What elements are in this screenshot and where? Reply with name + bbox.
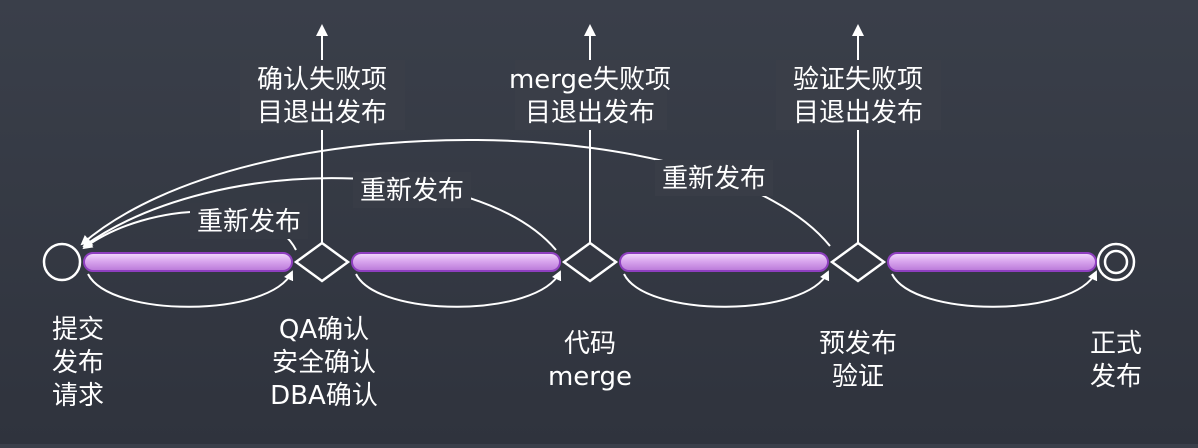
retry-label-3: 重新发布 bbox=[662, 164, 766, 194]
end-node-outer bbox=[1096, 242, 1136, 282]
stage-bar-3 bbox=[619, 252, 829, 272]
retry-label-1: 重新发布 bbox=[197, 207, 301, 237]
gate-1-exit-label-line1: 确认失败项 bbox=[257, 65, 387, 95]
stage-bar-4 bbox=[887, 252, 1097, 272]
retry-label-2: 重新发布 bbox=[360, 176, 464, 206]
end-node-inner bbox=[1103, 249, 1129, 275]
stage-bar-2 bbox=[351, 252, 561, 272]
stage-2-caption-line3: DBA确认 bbox=[270, 381, 378, 411]
forward-arc-1 bbox=[87, 270, 294, 308]
stage-5-caption-line2: 发布 bbox=[1090, 362, 1142, 392]
stage-3-caption-line2: merge bbox=[548, 362, 632, 392]
stage-4-caption-line2: 验证 bbox=[832, 362, 884, 392]
retry-arc-2 bbox=[82, 177, 557, 251]
gate-2-exit-label-line1: merge失败项 bbox=[509, 65, 671, 95]
gate-2-exit-label-line2: 目退出发布 bbox=[525, 98, 655, 128]
stage-2-caption-line1: QA确认 bbox=[279, 315, 369, 345]
stage-1-caption-line2: 发布 bbox=[52, 348, 104, 378]
stage-2-caption-line2: 安全确认 bbox=[272, 348, 376, 378]
stage-5-caption-line1: 正式 bbox=[1090, 329, 1142, 359]
stage-3-caption-line1: 代码 bbox=[564, 329, 616, 359]
stage-1-caption-line3: 请求 bbox=[52, 381, 104, 411]
forward-arc-3 bbox=[623, 270, 830, 308]
stage-bar-1 bbox=[83, 252, 293, 272]
forward-arc-2 bbox=[355, 270, 562, 308]
gate-diamond-2 bbox=[561, 241, 619, 283]
gate-1-exit-label-line2: 目退出发布 bbox=[257, 98, 387, 128]
gate-diamond-1 bbox=[293, 241, 351, 283]
stage-4-caption-line1: 预发布 bbox=[819, 329, 897, 359]
start-node bbox=[42, 242, 82, 282]
gate-3-exit-label-line1: 验证失败项 bbox=[793, 65, 923, 95]
stage-1-caption-line1: 提交 bbox=[52, 315, 104, 345]
forward-arc-4 bbox=[891, 270, 1098, 308]
gate-diamond-3 bbox=[829, 241, 887, 283]
gate-3-exit-label-line2: 目退出发布 bbox=[793, 98, 923, 128]
